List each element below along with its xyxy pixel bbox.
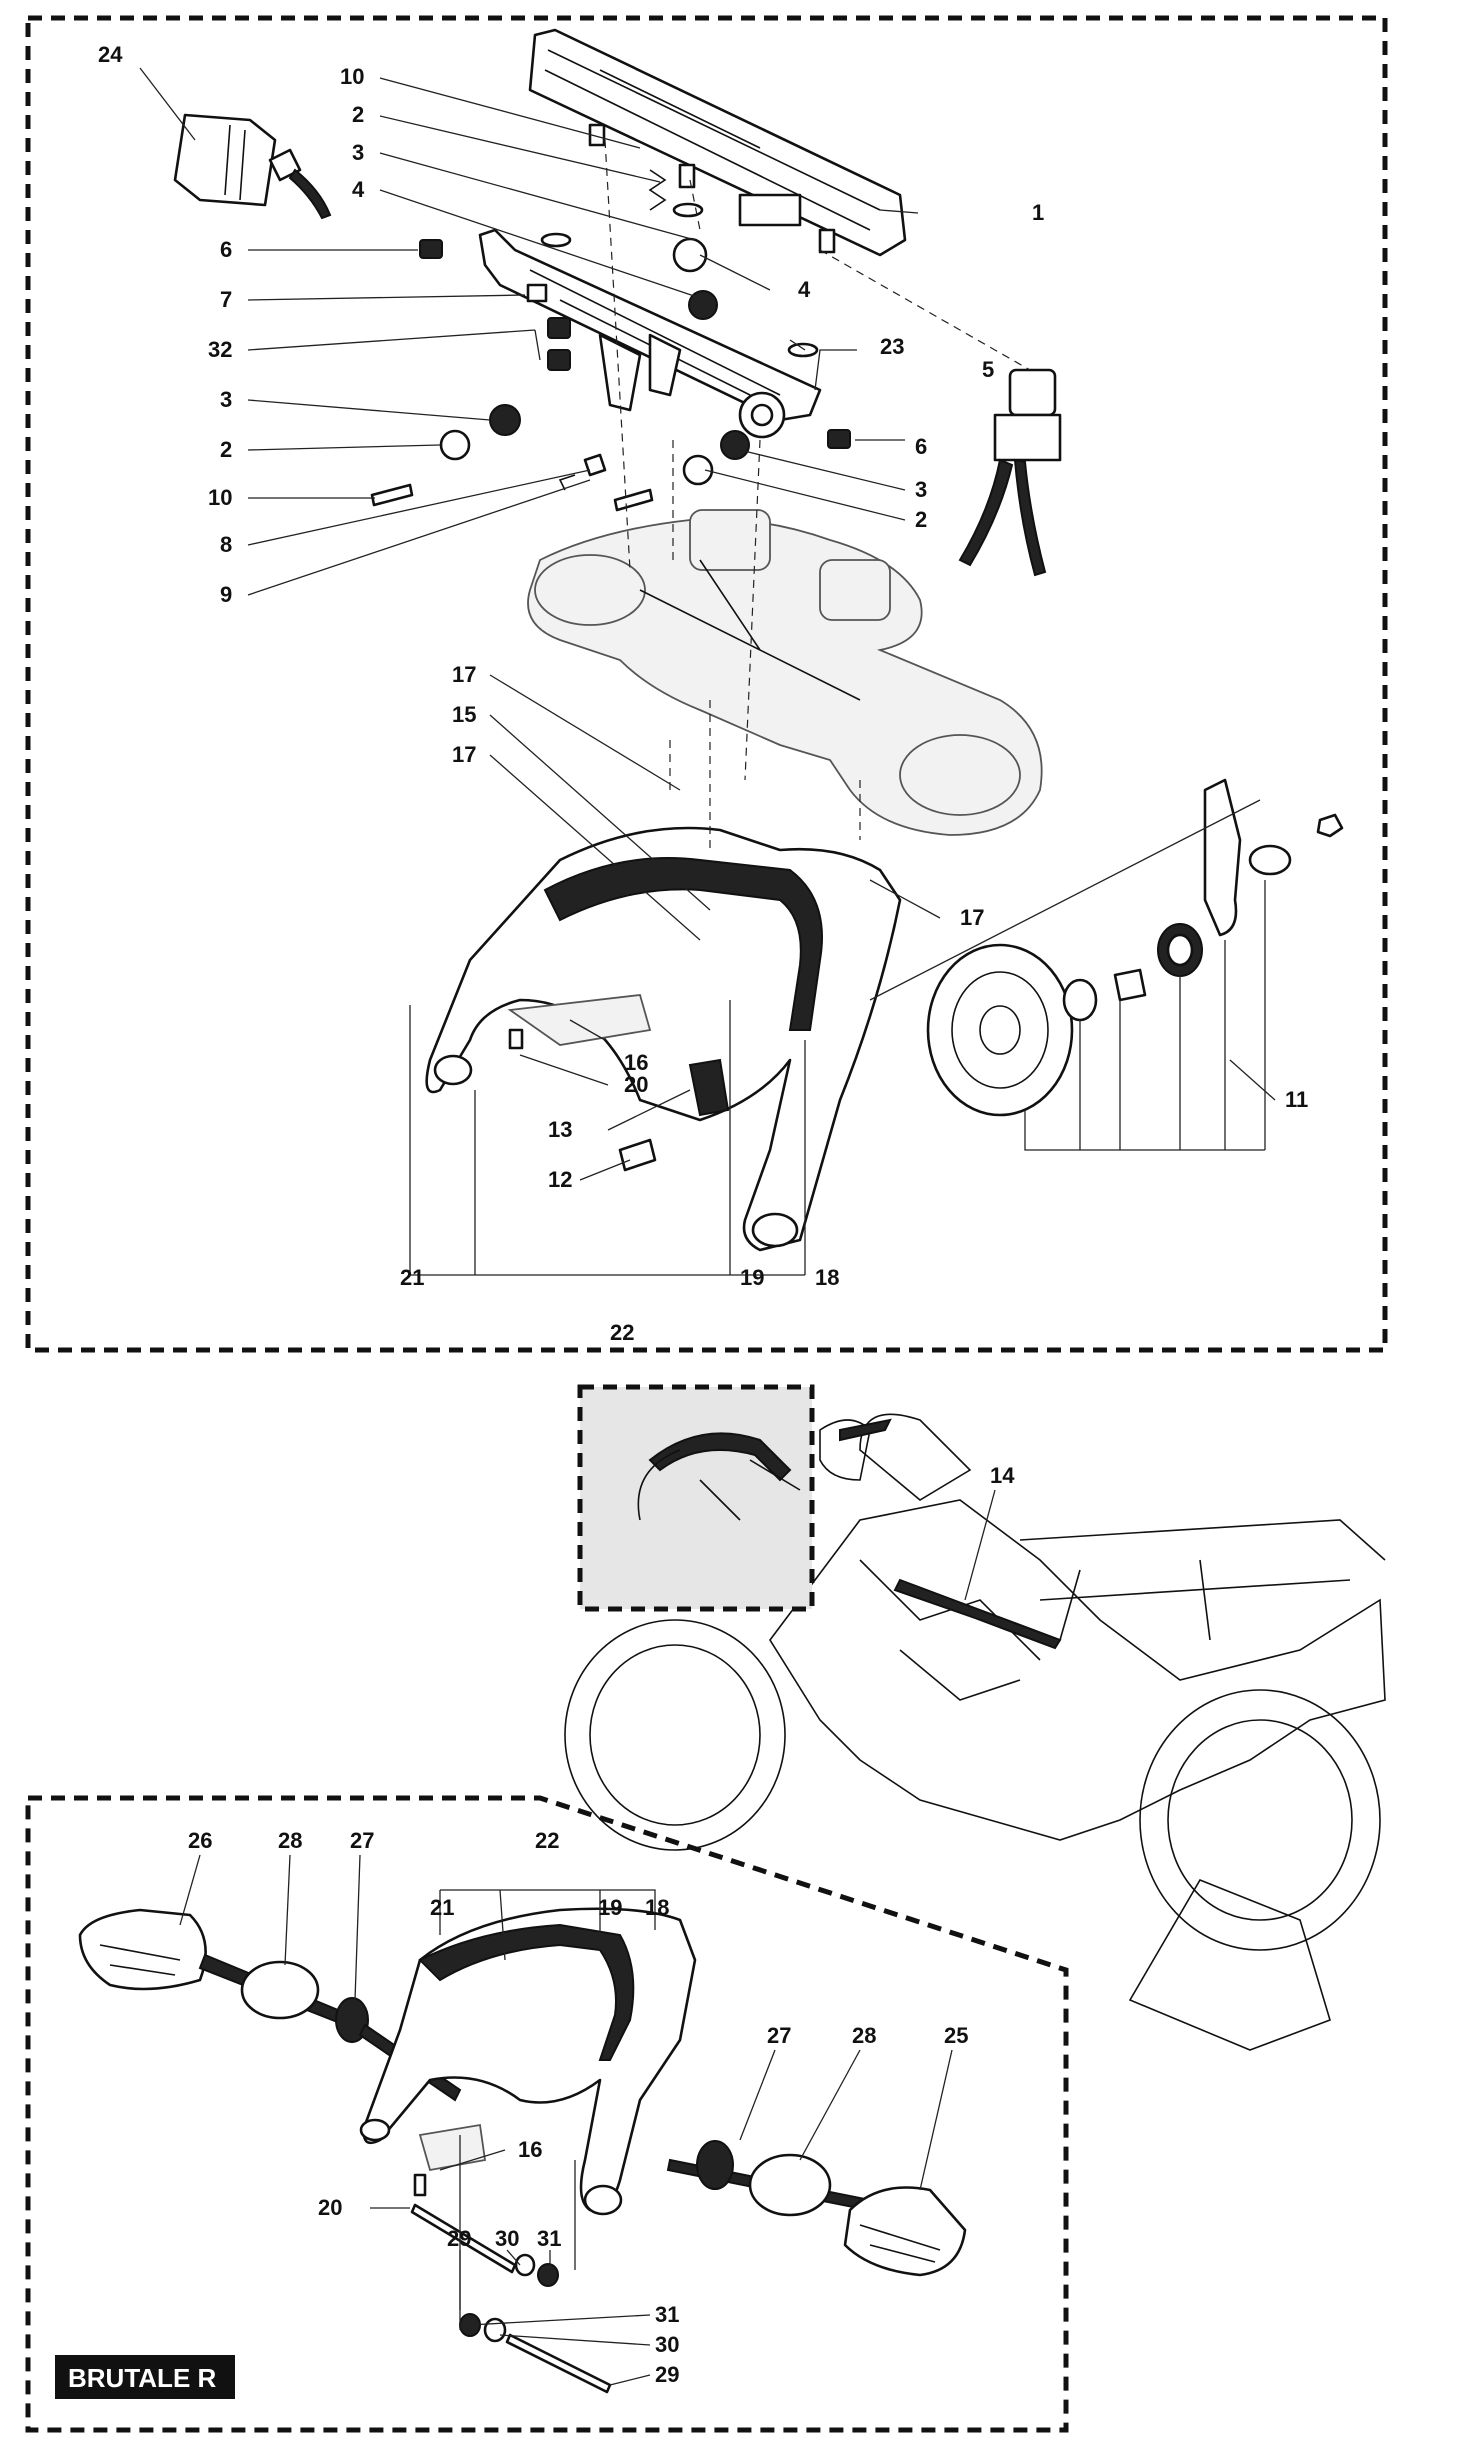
horn-assembly [926,778,1344,1117]
callout-31: 31 [537,2226,561,2251]
callout-5: 5 [982,357,994,382]
callout-18: 18 [645,1895,669,1920]
leader-lines [139,67,1276,2386]
callout-16: 16 [518,2137,542,2162]
callout-2: 2 [915,507,927,532]
callout-17: 17 [452,662,476,687]
callout-16: 16 [624,1050,648,1075]
group-22-bracket [409,1000,806,1276]
motorcycle-frame-outline [564,1413,1386,2051]
lower-support-frame [359,1907,697,2216]
model-tag: BRUTALE R [55,2355,235,2399]
callout-30: 30 [655,2332,679,2357]
callout-17: 17 [452,742,476,767]
callout-13: 13 [548,1117,572,1142]
callout-3: 3 [352,140,364,165]
callout-19: 19 [598,1895,622,1920]
callout-27: 27 [350,1828,374,1853]
callout-4: 4 [352,177,365,202]
headlight-support-frame [425,826,902,1252]
callout-11: 11 [1285,1087,1308,1112]
callout-1: 1 [1032,200,1044,225]
wiring-inset [577,1384,1062,1650]
callout-9: 9 [220,582,232,607]
right-turn-indicator [666,2140,967,2277]
callout-2: 2 [220,437,232,462]
connector-unit [173,113,332,220]
mount-hardware [410,2135,612,2394]
callout-23: 23 [880,334,904,359]
callout-17: 17 [960,905,984,930]
callout-8: 8 [220,532,232,557]
callout-18: 18 [815,1265,839,1290]
callout-22: 22 [610,1320,634,1345]
callout-labels: 24 10 2 3 4 6 7 32 3 2 10 8 9 1 4 23 5 6… [98,42,1308,2387]
callout-32: 32 [208,337,232,362]
alignment-lines [604,139,1261,1001]
brutale-r-frame [25,1795,1069,2433]
upper-steering-yoke [527,509,1043,836]
callout-29: 29 [447,2226,471,2251]
callout-31: 31 [655,2302,679,2327]
callout-12: 12 [548,1167,572,1192]
callout-15: 15 [452,702,476,727]
callout-28: 28 [278,1828,302,1853]
left-turn-indicator [78,1908,462,2102]
callout-28: 28 [852,2023,876,2048]
callout-22: 22 [535,1828,559,1853]
small-hardware [370,169,851,512]
callout-2: 2 [352,102,364,127]
callout-6: 6 [220,237,232,262]
callout-21: 21 [400,1265,424,1290]
callout-19: 19 [740,1265,764,1290]
callout-27: 27 [767,2023,791,2048]
callout-7: 7 [220,287,232,312]
model-tag-label: BRUTALE R [68,2363,217,2393]
callout-10: 10 [340,64,364,89]
callout-3: 3 [915,477,927,502]
callout-24: 24 [98,42,123,67]
callout-4: 4 [798,277,811,302]
dashboard-bracket [478,228,822,439]
callout-20: 20 [624,1072,648,1097]
callout-26: 26 [188,1828,212,1853]
callout-20: 20 [318,2195,342,2220]
callout-14: 14 [990,1463,1015,1488]
upper-assembly-frame [25,15,1388,1353]
ignition-switch [958,368,1062,577]
instrument-cluster [528,28,907,257]
callout-6: 6 [915,434,927,459]
callout-29: 29 [655,2362,679,2387]
callout-3: 3 [220,387,232,412]
callout-25: 25 [944,2023,968,2048]
callout-30: 30 [495,2226,519,2251]
callout-10: 10 [208,485,232,510]
callout-21: 21 [430,1895,454,1920]
